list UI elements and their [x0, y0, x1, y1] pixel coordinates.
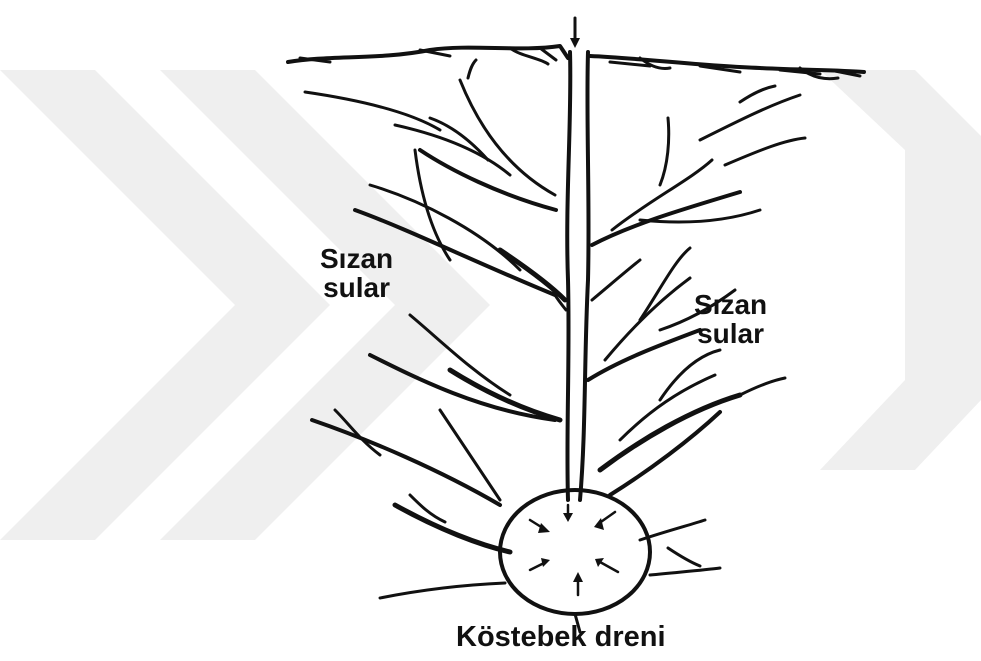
seepage-label-right-line1: Sızan — [694, 290, 767, 319]
mole-drain-label: Köstebek dreni — [456, 622, 666, 652]
slot-right-wall — [580, 52, 589, 500]
seepage-label-right-line2: sular — [694, 319, 767, 348]
mole-drain-channel — [500, 490, 650, 614]
slot-left-wall — [567, 52, 570, 500]
seepage-label-left-line1: Sızan — [320, 244, 393, 273]
seepage-label-left-line2: sular — [320, 273, 393, 302]
seepage-label-left: Sızan sular — [320, 244, 393, 303]
seepage-label-right: Sızan sular — [694, 290, 767, 349]
